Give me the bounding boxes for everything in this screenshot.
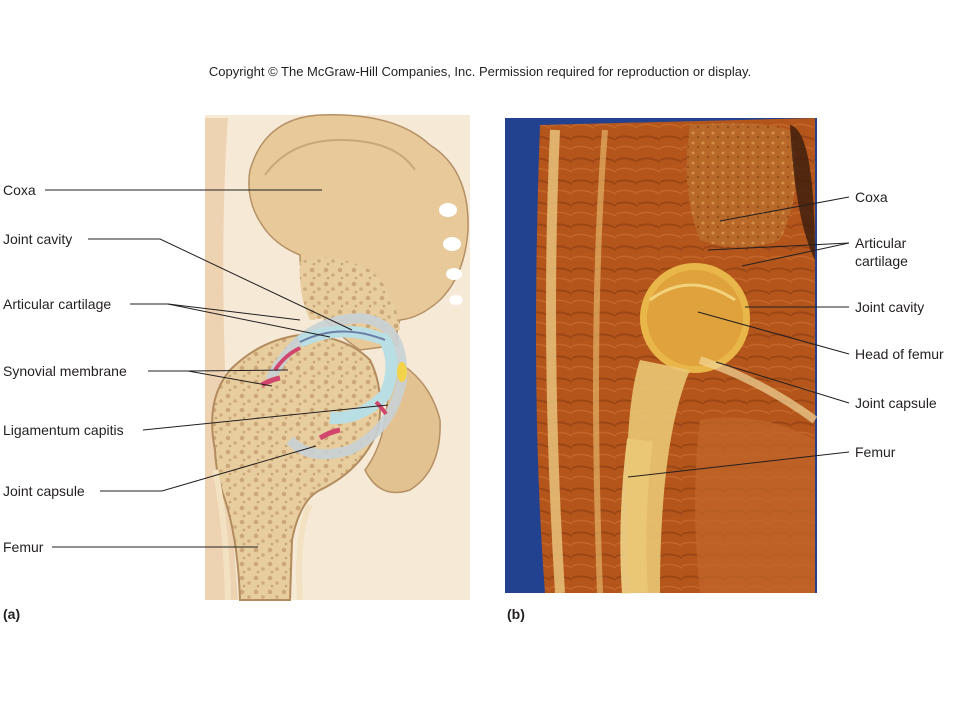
label-a-joint-cavity: Joint cavity (3, 231, 73, 247)
copyright-notice: Copyright © The McGraw-Hill Companies, I… (208, 64, 752, 79)
panel-a-illustration (205, 114, 470, 601)
panel-b-leader-lines (627, 196, 850, 478)
panel-b-tag: (b) (507, 606, 525, 622)
label-a-coxa: Coxa (3, 182, 36, 198)
label-b-femur: Femur (855, 444, 896, 460)
label-b-joint-cavity: Joint cavity (855, 299, 925, 315)
label-a-femur: Femur (3, 539, 44, 555)
panel-a-tag: (a) (3, 606, 21, 622)
panel-a-leader-lines (45, 189, 389, 548)
label-b-coxa: Coxa (855, 189, 888, 205)
label-b-joint-capsule: Joint capsule (855, 395, 937, 411)
label-a-synovial-membrane: Synovial membrane (3, 363, 127, 379)
label-b-head-of-femur: Head of femur (855, 346, 944, 362)
label-a-ligamentum-capitis: Ligamentum capitis (3, 422, 124, 438)
label-b-articular-cartilage-line1: Articular (855, 235, 907, 251)
panel-b-photo (505, 118, 818, 594)
label-a-articular-cartilage: Articular cartilage (3, 296, 112, 312)
label-b-articular-cartilage-line2: cartilage (855, 253, 908, 269)
label-a-joint-capsule: Joint capsule (3, 483, 85, 499)
